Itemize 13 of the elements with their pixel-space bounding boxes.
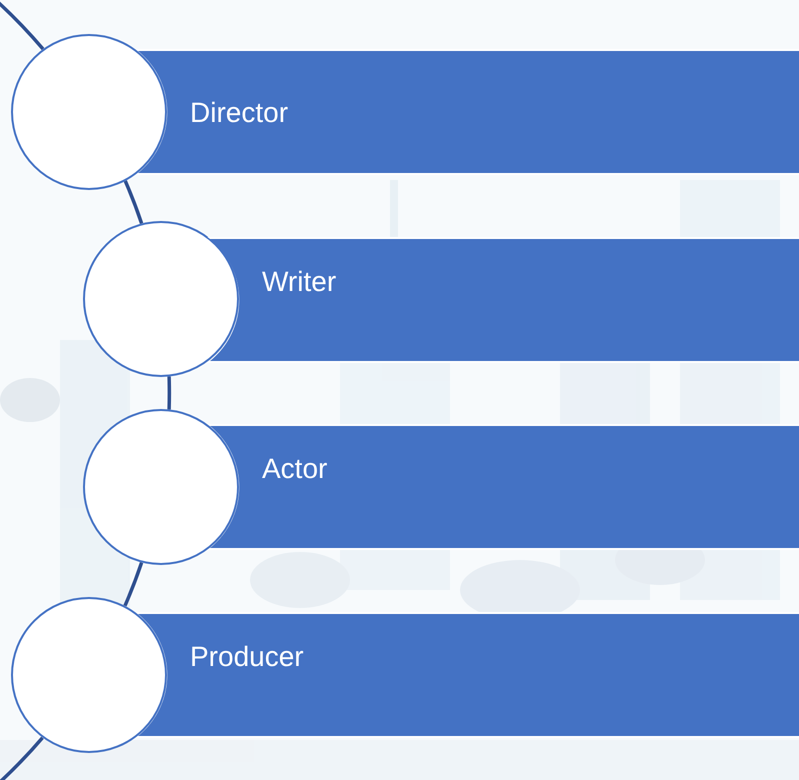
label-bar <box>207 424 799 550</box>
label-bar <box>135 49 799 175</box>
connector-line <box>0 736 44 780</box>
connector-line <box>167 376 172 410</box>
connector-line <box>124 180 144 224</box>
label-bar <box>207 237 799 363</box>
label-bar <box>135 612 799 738</box>
role-label: Director <box>190 99 288 127</box>
connector-line <box>123 562 144 606</box>
connector-line <box>0 0 44 50</box>
role-label: Writer <box>262 268 336 296</box>
role-label: Actor <box>262 455 328 483</box>
role-label: Producer <box>190 643 304 671</box>
